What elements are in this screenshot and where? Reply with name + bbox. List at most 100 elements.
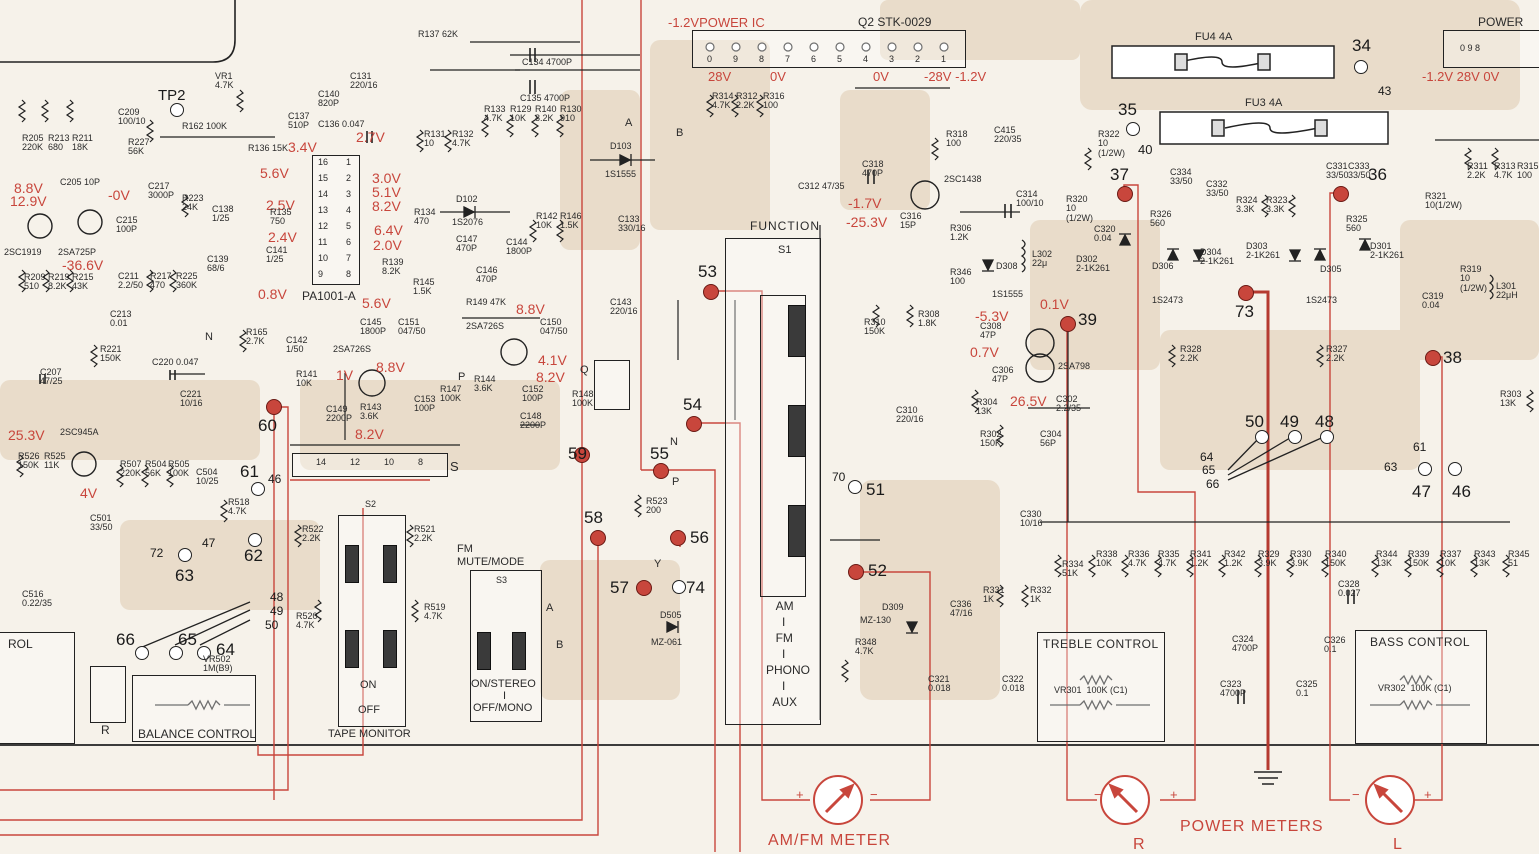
part-r165: R165 2.7K [246, 327, 268, 347]
ic-header-pin-4: 4 [863, 54, 869, 64]
part-r330: R330 3.9K [1290, 549, 1312, 569]
voltage-neg-1-7v: -1.7V [848, 195, 882, 211]
part-r162: R162 100K [182, 121, 228, 131]
part-r348: R348 4.7K [855, 637, 877, 657]
part-d103v: 1S1555 [605, 169, 637, 179]
part-c326: C326 0.1 [1324, 635, 1346, 655]
part-r139: R139 8.2K [382, 257, 404, 277]
part-r329: R329 3.9K [1258, 549, 1280, 569]
part-r522: R522 2.2K [302, 524, 324, 544]
tp-label-46-right: 46 [1452, 482, 1471, 501]
pa-pin-16: 16 [318, 157, 329, 167]
tp-label-73: 73 [1235, 302, 1254, 321]
treble-control-box [1037, 632, 1165, 742]
pa-pin-12: 12 [318, 221, 329, 231]
voltage-8-2v: 8.2V [372, 198, 401, 214]
voltage-8-8v-c: 8.8V [14, 180, 43, 196]
tp-label-51: 51 [866, 480, 885, 499]
part-d505: D505 [660, 610, 682, 620]
part-r136: R136 15K [248, 143, 289, 153]
part-r342: R342 1.2K [1224, 549, 1246, 569]
part-c314: C314 100/10 [1016, 189, 1044, 209]
part-r339: R339 150K [1408, 549, 1430, 569]
part-c209: C209 100/10 [118, 107, 146, 127]
red-signal-wires [0, 0, 1443, 852]
part-r311: R311 2.2K [1467, 161, 1488, 181]
test-point-53 [703, 284, 719, 300]
tp-label-47-right: 47 [1412, 482, 1431, 501]
q-terminal-block [594, 360, 630, 410]
power-meters-label: POWER METERS [1180, 818, 1324, 835]
part-r135: R135 750 [270, 207, 292, 227]
part-r148: R148 100K [572, 389, 594, 409]
part-r213: R213 680 [48, 133, 70, 153]
pa1001-label: PA1001-A [302, 289, 356, 303]
tp-label-50-left: 50 [265, 618, 279, 632]
part-q203: 2SA725P [58, 247, 97, 257]
treble-control-label: TREBLE CONTROL [1043, 637, 1159, 651]
part-r318: R318 100 [946, 129, 968, 149]
part-q302: 2SA798 [1058, 361, 1091, 371]
tp-label-36: 36 [1368, 165, 1387, 184]
part-s2473b: 1S2473 [1306, 295, 1338, 305]
part-r131: R131 10 [424, 129, 446, 149]
tp-label-59: 59 [568, 444, 587, 463]
test-point-51-open [848, 480, 862, 494]
part-vr302: VR302 100K (C1) [1378, 683, 1452, 693]
part-r304: R304 13K [976, 397, 998, 417]
tp-label-49: 49 [1280, 412, 1299, 431]
part-r319: R319 10 (1/2W) [1460, 264, 1487, 293]
switch-b-label: B [556, 639, 564, 651]
part-c148: C148 2200P [520, 411, 547, 431]
tp-label-46: 46 [268, 472, 282, 486]
part-r322: R322 10 (1/2W) [1098, 129, 1125, 158]
voltage-0-1v: 0.1V [1040, 296, 1069, 312]
r-terminal-block [90, 666, 126, 723]
pa-pin-15: 15 [318, 173, 329, 183]
inductor-symbols [1020, 239, 1494, 300]
part-r310: R310 150K [864, 317, 886, 337]
am-fm-meter-minus: − [870, 787, 878, 802]
switch-a-label: A [546, 602, 554, 614]
voltage-3-0v: 3.0V [372, 170, 401, 186]
part-r223: R223 24K [182, 193, 204, 213]
part-c211: C211 2.2/50 [118, 271, 144, 291]
bass-control-box [1355, 630, 1487, 744]
point-b-label: B [676, 127, 684, 139]
tape-on-label: ON [360, 679, 377, 691]
power-right-pins: 0 9 8 [1460, 43, 1481, 53]
s-main-label: S [450, 459, 459, 474]
capacitor-symbols [39, 48, 1355, 704]
r-block-label: R [101, 723, 110, 737]
balance-control-label: BALANCE CONTROL [138, 727, 257, 741]
voltage-8-2v-b: 8.2V [536, 369, 565, 385]
function-title: FUNCTION [750, 219, 820, 233]
part-c221: C221 10/16 [180, 389, 203, 409]
tp-label-54: 54 [683, 395, 702, 414]
part-d304: D304 2-1K261 [1200, 247, 1235, 267]
part-r525: R525 11K [44, 451, 66, 471]
tp-label-47: 47 [202, 536, 216, 550]
tp-label-37: 37 [1110, 165, 1129, 184]
ic-pin-voltage-0v: 0V [770, 69, 786, 84]
part-r325: R325 560 [1346, 214, 1368, 234]
l-meter-plus: + [1424, 787, 1432, 802]
tp-label-60: 60 [258, 416, 277, 435]
power-right-volts: -1.2V 28V 0V [1422, 69, 1500, 84]
voltage-0v: -0V [108, 187, 130, 203]
part-c134: C134 4700P [522, 57, 573, 67]
test-point-66-open [135, 646, 149, 660]
part-l302: L302 22μ [1032, 249, 1053, 269]
part-c150: C150 047/50 [540, 317, 568, 337]
part-r332: R332 1K [1030, 585, 1052, 605]
part-c147: C147 470P [456, 234, 478, 254]
on-stereo-label: ON/STEREO [471, 678, 536, 690]
voltage-4v: 4V [80, 485, 98, 501]
part-c142: C142 1/50 [286, 335, 308, 355]
test-point-52 [848, 564, 864, 580]
part-c135: C135 4700P [520, 93, 571, 103]
pa-pin-8: 8 [346, 269, 352, 279]
tape-monitor-contact-1 [345, 545, 359, 583]
power-right-header-box [1443, 30, 1539, 68]
part-r137: R137 62K [418, 29, 459, 39]
